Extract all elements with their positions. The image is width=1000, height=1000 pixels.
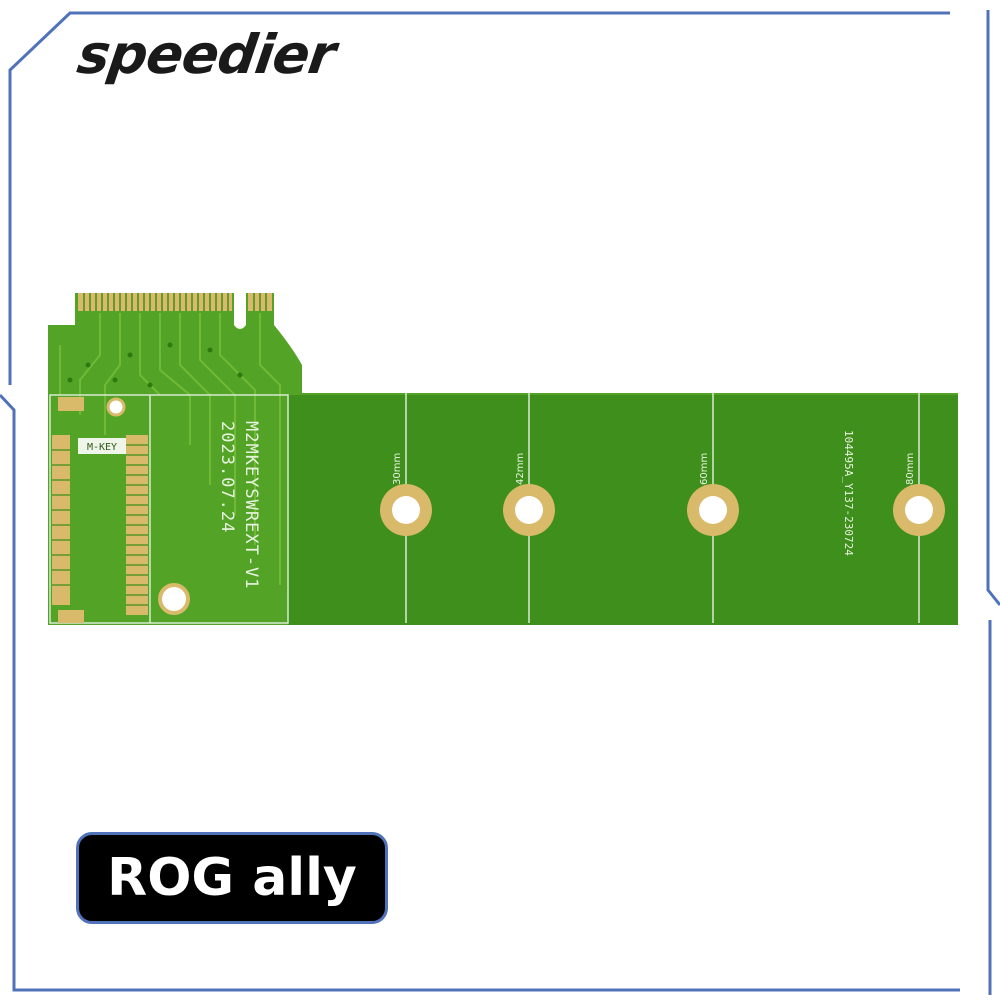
mount-label-80mm: 80mm: [905, 453, 916, 485]
model-badge-label: ROG ally: [107, 848, 357, 908]
mount-holes: [380, 484, 945, 536]
brand-logo: speedier: [73, 23, 339, 86]
part-code: 104495A_Y137-230724: [842, 430, 855, 556]
pcb-vias: [67, 342, 243, 388]
edge-connector: [78, 293, 272, 311]
mount-label-60mm: 60mm: [699, 453, 710, 485]
model-badge: ROG ally: [76, 832, 388, 924]
silkscreen-model: M2MKEYSWREXT-V1: [241, 421, 261, 590]
mount-label-30mm: 30mm: [392, 453, 403, 485]
pcb-board: M-KEY M2MKEYSWREXT-V1 2023.07.24 30mm 42…: [48, 293, 958, 625]
mount-label-42mm: 42mm: [515, 453, 526, 485]
silkscreen-date: 2023.07.24: [217, 421, 237, 533]
socket-hole-top: [106, 397, 126, 417]
key-label: M-KEY: [87, 442, 117, 453]
socket-hole-bottom: [158, 583, 190, 615]
